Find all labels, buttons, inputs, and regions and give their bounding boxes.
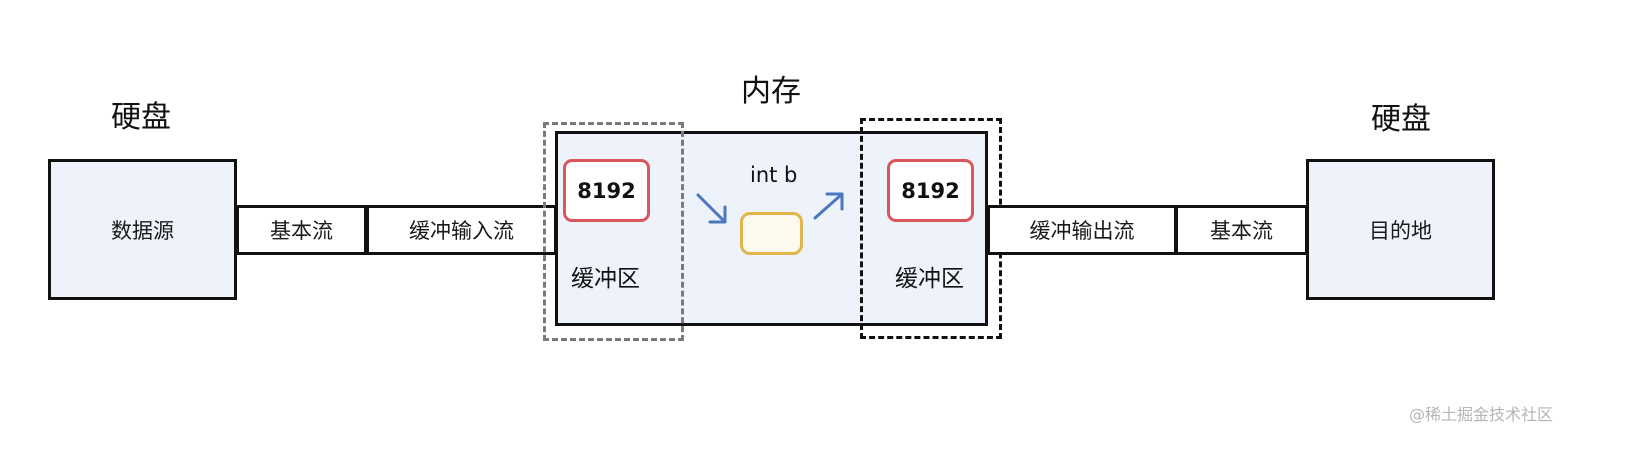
output-buffer-size: 8192 (887, 159, 974, 222)
destination-label: 目的地 (1369, 218, 1432, 243)
watermark: @稀土掘金技术社区 (1409, 405, 1554, 424)
input-buffer-size: 8192 (563, 159, 650, 222)
input-buffer-outline (543, 122, 684, 341)
buffered-input-stream: 缓冲输入流 (366, 205, 557, 255)
variable-label: int b (750, 163, 798, 187)
left-basic-stream-label: 基本流 (270, 219, 333, 243)
output-buffer-label: 缓冲区 (895, 266, 964, 292)
buffered-output-stream: 缓冲输出流 (987, 205, 1177, 255)
arrow-out-of-variable-icon (813, 192, 844, 220)
buffered-input-stream-label: 缓冲输入流 (409, 219, 514, 243)
right-basic-stream: 基本流 (1175, 205, 1308, 255)
output-buffer-outline (860, 118, 1002, 339)
data-source-box: 数据源 (48, 159, 237, 300)
arrow-into-variable-icon (696, 193, 727, 224)
left-basic-stream: 基本流 (236, 205, 367, 255)
input-buffer-label: 缓冲区 (571, 266, 640, 292)
right-disk-title: 硬盘 (1371, 102, 1431, 137)
right-basic-stream-label: 基本流 (1210, 219, 1273, 243)
left-disk-title: 硬盘 (111, 100, 171, 135)
buffered-output-stream-label: 缓冲输出流 (1029, 219, 1135, 243)
variable-slot (740, 212, 803, 255)
memory-title: 内存 (741, 74, 801, 109)
flow-arrows (696, 192, 844, 224)
data-source-label: 数据源 (111, 218, 174, 243)
input-buffer-size-value: 8192 (577, 178, 636, 203)
output-buffer-size-value: 8192 (901, 178, 960, 203)
destination-box: 目的地 (1306, 159, 1495, 300)
